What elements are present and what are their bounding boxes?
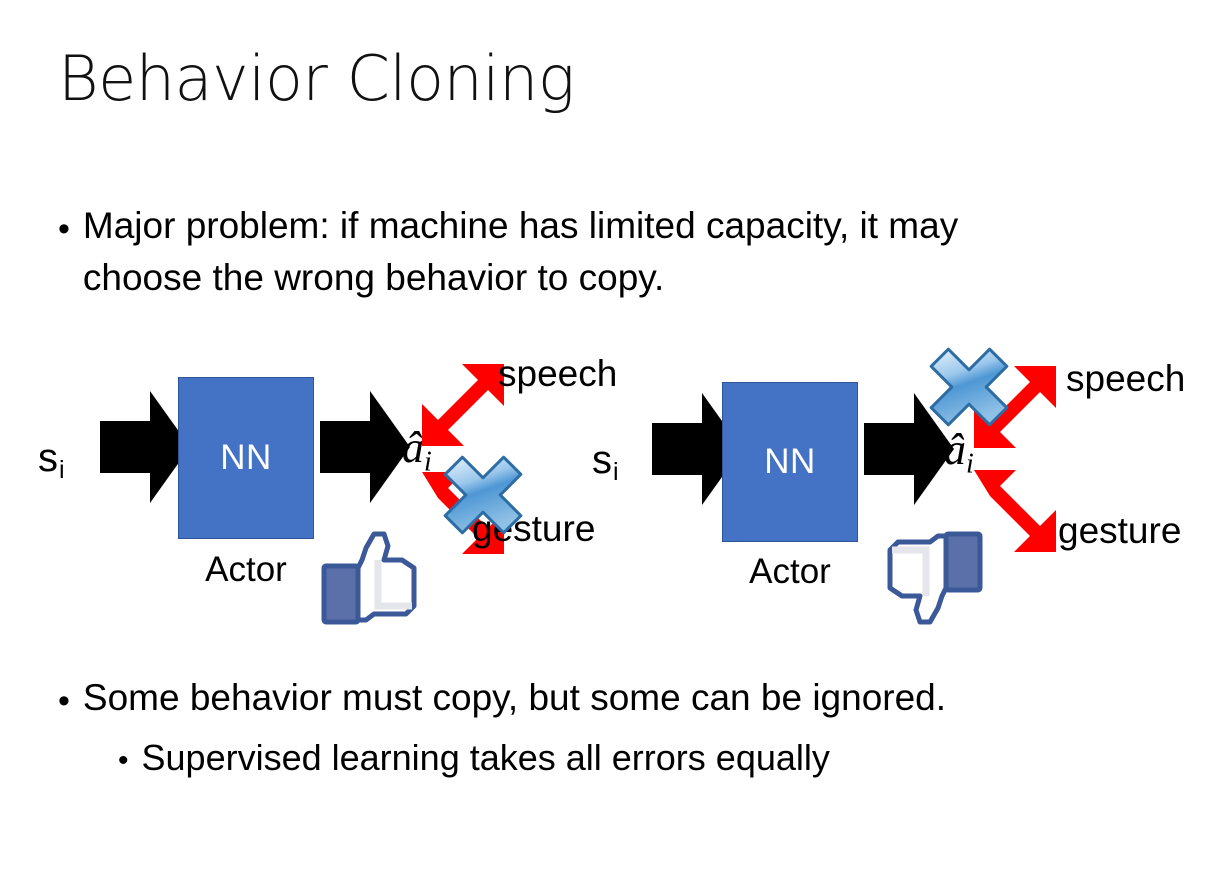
branch-label-speech-right: speech bbox=[1066, 358, 1186, 399]
output-action-label-right: âi bbox=[944, 428, 974, 478]
bullet-top-text: Major problem: if machine has limited ca… bbox=[82, 205, 959, 298]
branch-label-speech-left: speech bbox=[498, 353, 618, 394]
output-action-symbol: â bbox=[402, 423, 424, 472]
nn-box-label: NN bbox=[764, 442, 816, 481]
actor-caption-right: Actor bbox=[749, 552, 831, 591]
bullet-marker-icon: • bbox=[58, 210, 70, 248]
input-block-arrow-left bbox=[100, 388, 192, 506]
diagram-left-correct-copy: si NN Actor âi speech bbox=[20, 340, 620, 640]
actor-caption-left: Actor bbox=[205, 550, 287, 589]
input-state-subscript: i bbox=[59, 456, 65, 484]
bullet-marker-icon: • bbox=[58, 682, 70, 720]
bullet-marker-icon: • bbox=[118, 744, 129, 777]
output-block-arrow-left bbox=[320, 388, 412, 506]
bullet-item-bottom-2: • Supervised learning takes all errors e… bbox=[118, 733, 1168, 783]
thumbs-down-icon bbox=[880, 528, 984, 625]
output-action-label-left: âi bbox=[402, 426, 432, 476]
neural-network-box-left: NN bbox=[178, 377, 314, 539]
bullet-item-top: • Major problem: if machine has limited … bbox=[58, 200, 1138, 304]
bullet-bottom-2-text: Supervised learning takes all errors equ… bbox=[141, 737, 830, 778]
page-title: Behavior Cloning bbox=[58, 42, 575, 115]
output-action-subscript: i bbox=[424, 446, 432, 478]
cross-mark-icon-speech-right bbox=[926, 344, 1012, 430]
branch-label-gesture-right: gesture bbox=[1058, 510, 1182, 551]
input-state-subscript: i bbox=[613, 458, 619, 486]
branch-arrow-speech-left bbox=[408, 350, 518, 460]
branch-arrow-speech-right bbox=[960, 352, 1070, 462]
input-state-label-right: si bbox=[592, 440, 619, 485]
neural-network-box-right: NN bbox=[722, 382, 858, 542]
output-block-arrow-right bbox=[864, 390, 956, 508]
branch-arrow-gesture-right bbox=[960, 456, 1070, 566]
cross-mark-icon-gesture-left bbox=[440, 452, 526, 538]
thumbs-up-icon bbox=[320, 530, 424, 626]
bullet-item-bottom-1: • Some behavior must copy, but some can … bbox=[58, 672, 1168, 724]
bullet-bottom-1-text: Some behavior must copy, but some can be… bbox=[82, 677, 947, 718]
input-state-symbol: s bbox=[38, 436, 58, 480]
diagram-right-wrong-copy: si NN Actor âi speech bbox=[570, 340, 1190, 640]
nn-box-label: NN bbox=[220, 438, 272, 477]
output-action-subscript: i bbox=[966, 448, 974, 480]
input-state-label-left: si bbox=[38, 438, 65, 483]
output-action-symbol: â bbox=[944, 425, 966, 474]
input-block-arrow-right bbox=[652, 390, 744, 508]
input-state-symbol: s bbox=[592, 438, 612, 482]
